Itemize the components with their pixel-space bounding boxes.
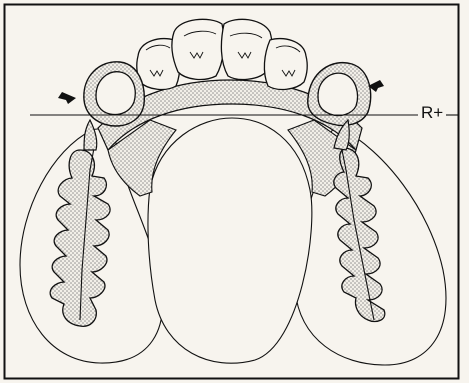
left-minor-connector: [84, 120, 97, 150]
right-retention-grid: [334, 148, 385, 322]
reference-line-label: R+: [420, 104, 444, 121]
anterior-arch-outline: [148, 118, 312, 363]
anterior-teeth: [137, 19, 308, 89]
left-arrow-icon: [58, 92, 76, 104]
right-canine-crown: [318, 73, 358, 115]
left-retention-grid: [50, 150, 110, 326]
tooth-left-central: [172, 19, 224, 79]
left-canine-crown: [96, 72, 135, 115]
